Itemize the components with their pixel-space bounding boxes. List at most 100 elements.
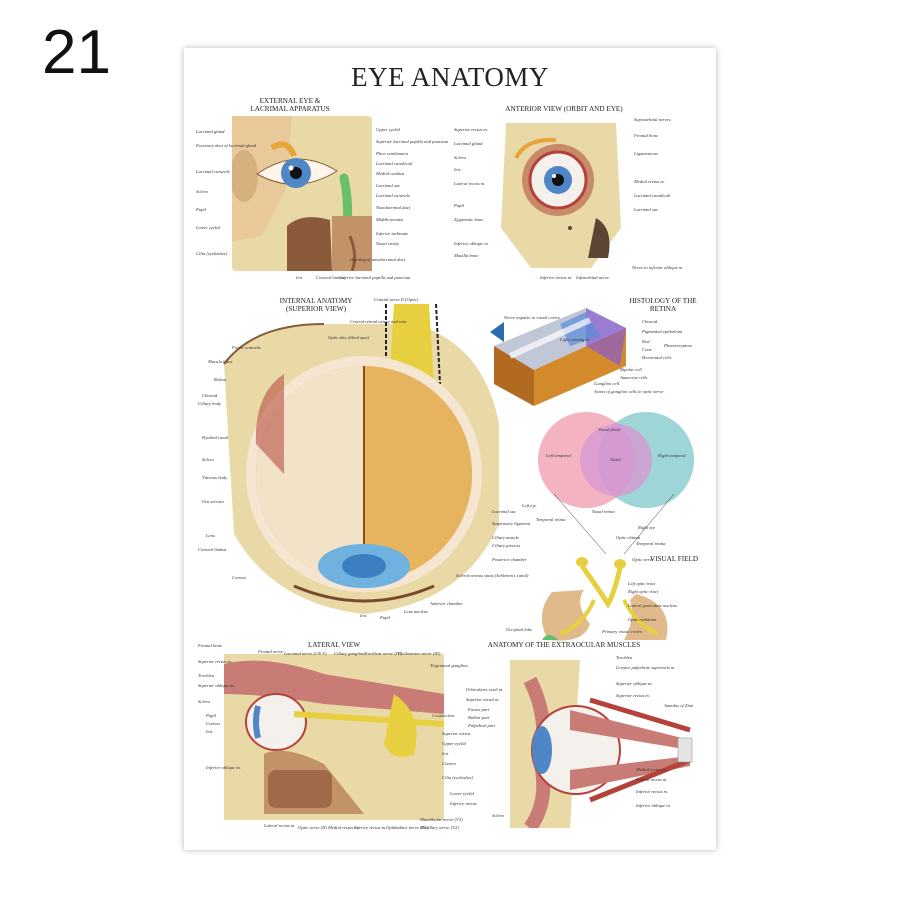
poster-title: EYE ANATOMY xyxy=(351,62,549,92)
label-vf-8: Left optic tract xyxy=(628,581,656,586)
label-mus-left-11: Sclera xyxy=(492,813,504,818)
label-ant-left-3: Sclera xyxy=(454,155,466,160)
label-lat-top-1: Frontal nerve xyxy=(258,649,284,654)
label-int-left-6: Hyaloid canal xyxy=(202,435,229,440)
label-ext-left-1: Lacrimal gland xyxy=(196,129,225,134)
label-lat-bottom-2: Optic nerve (II) xyxy=(298,825,327,830)
label-int-left-3: Retina xyxy=(214,377,226,382)
label-mus-left-3: Conjunctiva xyxy=(432,713,455,718)
label-vf-3: Temporal retina xyxy=(536,517,566,522)
label-int-top-2: Optic disc (blind spot) xyxy=(328,335,370,340)
label-int-left-7: Sclera xyxy=(202,457,214,462)
section-title-extraocular: ANATOMY OF THE EXTRAOCULAR MUSCLES xyxy=(487,641,641,649)
label-hist-8: Amacrine cells xyxy=(620,375,648,380)
label-lat-left-9: Inferior oblique m. xyxy=(206,765,241,770)
label-mus-right-5: Annulus of Zinn xyxy=(664,703,694,708)
label-ext-right-2: Superior lacrimal papilla and punctum xyxy=(376,139,448,144)
label-hist-1: Choroid xyxy=(642,319,658,324)
label-mus-left-5: Upper eyelid xyxy=(442,741,466,746)
section-title-external: EXTERNAL EYE & LACRIMAL APPARATUS xyxy=(250,97,330,113)
internal-anatomy-illustration xyxy=(223,304,499,614)
label-mus-left-9: Lower eyelid xyxy=(450,791,474,796)
label-ext-left-5: Pupil xyxy=(196,207,206,212)
label-int-left-4: Choroid xyxy=(202,393,218,398)
label-int-top-3: Cranial nerve II (Optic) xyxy=(374,297,419,302)
label-ant-right-3: Ligamentous xyxy=(634,151,658,156)
section-title-lateral: LATERAL VIEW xyxy=(307,641,361,649)
label-mus-left-8: Cilia (eyelashes) xyxy=(442,775,473,780)
label-ant-left-7: Zygomatic bone xyxy=(454,217,484,222)
label-ant-bottom-1: Inferior rectus m. xyxy=(540,275,573,280)
label-vf-2: Nasal retina xyxy=(592,509,615,514)
label-lat-bottom-5: Ophthalmic nerve (V1) xyxy=(386,825,429,830)
label-mus-left-10: Inferior tarsus xyxy=(450,801,477,806)
label-int-left-8: Vitreous body xyxy=(202,475,228,480)
label-int-bottom-1: Iris xyxy=(360,613,367,618)
label-mus-right-7: Lateral rectus m. xyxy=(636,777,668,782)
label-ext-right-8: Nasolacrimal duct xyxy=(376,205,411,210)
section-title-visual-field: VISUAL FIELD xyxy=(649,555,699,563)
label-ext-left-3: Lacrimal caruncle xyxy=(196,169,231,174)
anterior-view-illustration xyxy=(501,123,621,268)
visual-field-illustration xyxy=(538,412,694,641)
label-int-right-5: Posterior chamber xyxy=(492,557,527,562)
label-ant-left-4: Iris xyxy=(454,167,461,172)
label-ext-bottom-3: Inferior lacrimal papilla and punctum xyxy=(340,275,411,280)
label-ext-bottom-2: Corneal limbus xyxy=(316,275,345,280)
label-vf-circle-4: Right temporal xyxy=(658,453,686,458)
label-ant-right-1: Supraorbital nerves xyxy=(634,117,671,122)
label-lat-top-4: Trochlear nerve (IV) xyxy=(364,651,402,656)
label-lat-left-7: Cornea xyxy=(206,721,220,726)
label-ant-bottom-2: Infraorbital nerve xyxy=(576,275,610,280)
label-mus-left-4: Superior tarsus xyxy=(442,731,471,736)
label-lat-bottom-6: Maxillary nerve (V2) xyxy=(420,825,459,830)
label-lat-left-1: Frontal bone xyxy=(198,643,222,648)
label-lat-left-2: Superior rectus m. xyxy=(198,659,232,664)
label-mus-left-sub-3: Palpebral part xyxy=(468,723,496,728)
label-int-right-6: Scleral venous sinus (Schlemm's canal) xyxy=(456,573,529,578)
label-mus-left-1: Orbicularis oculi m. xyxy=(466,687,504,692)
label-vf-5: Optic chiasm xyxy=(616,535,641,540)
label-int-left-11: Corneal limbus xyxy=(198,547,227,552)
label-hist-9: Ganglion cell xyxy=(594,381,620,386)
label-ext-right-7: Lacrimal caruncle xyxy=(376,193,411,198)
label-lat-left-6: Pupil xyxy=(206,713,216,718)
label-ant-left-9: Maxilla bone xyxy=(454,253,479,258)
label-int-left-9: Ora serrata xyxy=(202,499,224,504)
label-vf-7: Optic nerve xyxy=(632,557,654,562)
label-mus-left-7: Cornea xyxy=(442,761,456,766)
label-hist-10: Axons of ganglion cells to optic nerve xyxy=(594,389,664,394)
label-lat-bottom-3: Medial rectus m. xyxy=(328,825,359,830)
label-int-left-1: Fovea centralis xyxy=(232,345,261,350)
label-int-left-12: Cornea xyxy=(232,575,246,580)
label-vf-11: Optic radiation xyxy=(628,617,657,622)
label-lat-left-5: Sclera xyxy=(198,699,210,704)
retina-histology-illustration xyxy=(490,308,626,406)
label-int-right-3: Ciliary muscle xyxy=(492,535,519,540)
label-hist-top-1: Nerve impulse to visual cortex xyxy=(504,315,560,320)
label-mus-left-6: Iris xyxy=(442,751,449,756)
label-ant-right-4: Medial rectus m. xyxy=(634,179,665,184)
label-ext-left-4: Sclera xyxy=(196,189,208,194)
label-vf-4: Right eye xyxy=(638,525,656,530)
label-ext-right-3: Plica semilunaris xyxy=(376,151,409,156)
label-lat-bottom-4: Inferior rectus m. xyxy=(354,825,387,830)
label-ext-right-1: Upper eyelid xyxy=(376,127,400,132)
label-mus-left-sub-1: Fornix part xyxy=(468,707,490,712)
anatomy-poster: EYE ANATOMY EXTERNAL EYE & LACRIMAL APPA… xyxy=(184,48,716,850)
label-int-bottom-3: Lens nucleus xyxy=(404,609,428,614)
label-int-right-7: Anterior chamber xyxy=(430,601,463,606)
label-vf-circle-3: Nasal xyxy=(610,457,621,462)
label-ext-right-9: Middle meatus xyxy=(376,217,404,222)
label-mus-left-2: Superior tarsal m. xyxy=(466,697,500,702)
label-mus-left-sub-2: Bulbar part xyxy=(468,715,490,720)
label-ant-right-6: Lacrimal sac xyxy=(634,207,659,212)
label-mus-right-1: Trochlea xyxy=(616,655,633,660)
label-ant-bottom-3: Nerve to inferior oblique m. xyxy=(632,265,684,270)
label-ant-left-2: Lacrimal gland xyxy=(454,141,483,146)
external-eye-illustration xyxy=(232,116,372,271)
label-mus-right-6: Medial rectus m. xyxy=(636,767,667,772)
extraocular-muscles-illustration xyxy=(510,660,693,828)
label-int-left-10: Lens xyxy=(206,533,215,538)
label-ant-left-5: Lateral rectus m. xyxy=(454,181,486,186)
